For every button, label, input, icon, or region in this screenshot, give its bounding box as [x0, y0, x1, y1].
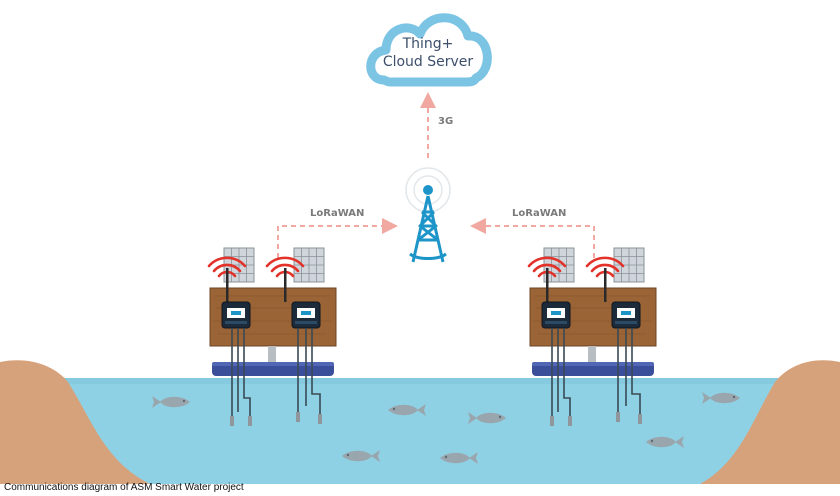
- left-bank: [0, 360, 150, 484]
- lorawan-right-label: LoRaWAN: [512, 208, 566, 219]
- cloud-icon: Thing+ Cloud Server: [366, 13, 492, 87]
- cell-tower-icon: [405, 167, 451, 263]
- figure-caption: Communications diagram of ASM Smart Wate…: [4, 482, 244, 493]
- solar-panel-icon: [293, 247, 325, 283]
- uplink-label: 3G: [438, 116, 453, 127]
- lorawan-left-label: LoRaWAN: [310, 208, 364, 219]
- lorawan-left-arrow: [277, 218, 398, 258]
- cloud-label-line1: Thing+: [402, 36, 454, 52]
- lorawan-right-arrow: [470, 218, 595, 258]
- water-body: [0, 378, 840, 484]
- solar-panel-icon: [613, 247, 645, 283]
- cloud-label-line2: Cloud Server: [383, 54, 474, 70]
- right-bank: [700, 360, 840, 484]
